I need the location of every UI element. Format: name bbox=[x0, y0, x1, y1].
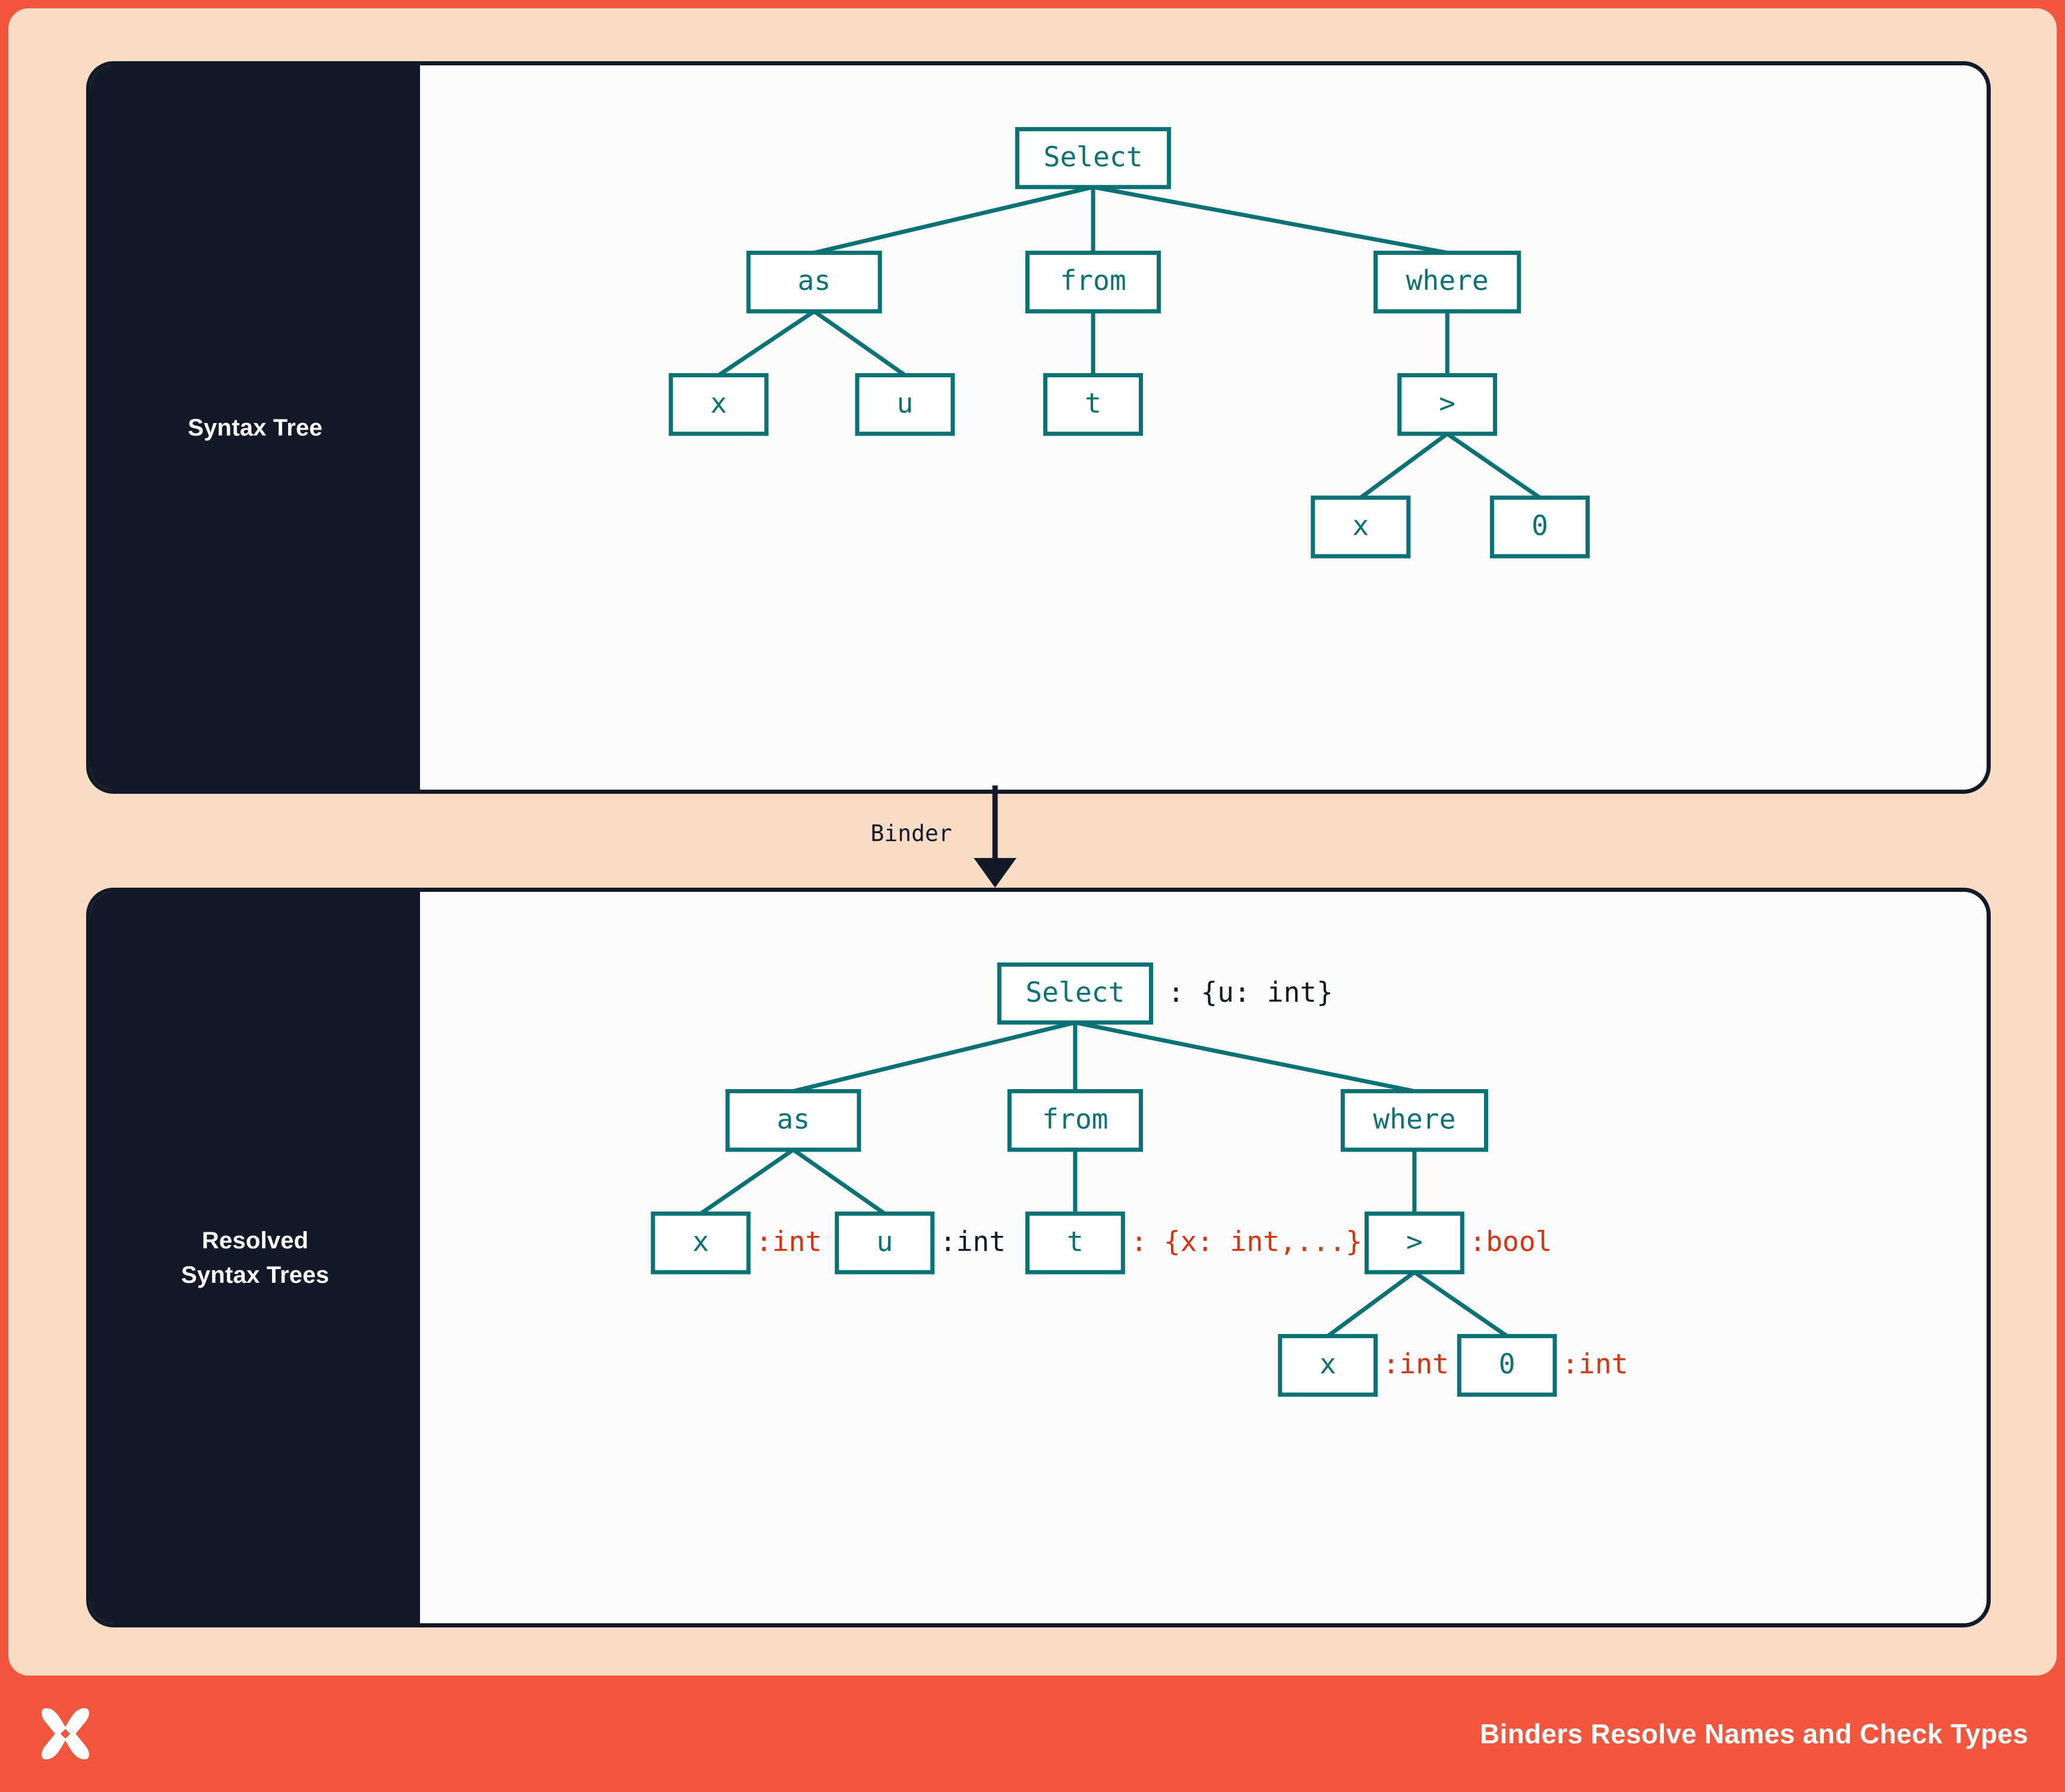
edge-gt-x bbox=[1359, 432, 1449, 500]
r-node-t-box bbox=[1025, 1212, 1125, 1274]
edge-as-u bbox=[813, 310, 907, 377]
node-from-label: from bbox=[1060, 264, 1126, 296]
r-node-as[interactable]: as bbox=[725, 1089, 861, 1152]
r-node-t-label: t bbox=[1067, 1225, 1084, 1257]
binder-connector-svg: Binder bbox=[870, 785, 1016, 888]
panel-syntax-tree-label: Syntax Tree bbox=[188, 414, 323, 441]
footer-title: Binders Resolve Names and Check Types bbox=[1480, 1718, 2028, 1749]
r-node-zero-box bbox=[1457, 1334, 1557, 1397]
r-node-greater-than-label: > bbox=[1406, 1225, 1423, 1257]
r-node-from[interactable]: from bbox=[1007, 1089, 1143, 1152]
r-edge-select-as bbox=[792, 1020, 1076, 1093]
binder-connector: Binder bbox=[86, 785, 1982, 888]
node-u[interactable]: u bbox=[855, 373, 955, 436]
r-node-u-box bbox=[835, 1212, 935, 1274]
r-node-select-annotation: : {u: int} bbox=[1168, 976, 1333, 1008]
node-where[interactable]: where bbox=[1373, 250, 1521, 314]
r-node-greater-than-box bbox=[1364, 1212, 1464, 1274]
r-node-x-1[interactable]: x bbox=[651, 1212, 751, 1274]
panel-resolved-syntax-trees: Resolved Syntax Trees bbox=[86, 888, 1991, 1627]
r-node-from-box bbox=[1007, 1089, 1143, 1152]
r-edge-as-x bbox=[699, 1148, 795, 1216]
r-node-u-annotation: :int bbox=[940, 1225, 1006, 1257]
r-edge-gt-x bbox=[1327, 1270, 1416, 1338]
node-t[interactable]: t bbox=[1043, 373, 1143, 436]
node-select-label: Select bbox=[1044, 141, 1143, 173]
node-select-box bbox=[1015, 127, 1172, 190]
r-node-x-1-box bbox=[651, 1212, 751, 1274]
node-greater-than-label: > bbox=[1439, 387, 1455, 419]
edge-select-as bbox=[813, 185, 1094, 255]
r-node-x-2[interactable]: x bbox=[1278, 1334, 1378, 1397]
node-where-label: where bbox=[1406, 264, 1489, 296]
r-node-zero-label: 0 bbox=[1499, 1348, 1515, 1380]
r-node-greater-than-annotation: :bool bbox=[1469, 1225, 1552, 1257]
edge-as-x bbox=[717, 310, 816, 377]
r-node-zero[interactable]: 0 bbox=[1457, 1334, 1557, 1397]
node-zero-box bbox=[1490, 496, 1590, 559]
r-node-x-2-annotation: :int bbox=[1383, 1348, 1449, 1380]
butterfly-x-logo-svg bbox=[42, 1708, 89, 1759]
r-node-u[interactable]: u bbox=[835, 1212, 935, 1274]
node-t-box bbox=[1043, 373, 1143, 436]
panel-resolved-label-line1: Resolved bbox=[201, 1227, 309, 1254]
r-node-zero-annotation: :int bbox=[1562, 1348, 1628, 1380]
node-as-box bbox=[746, 250, 882, 314]
r-node-x-1-label: x bbox=[693, 1225, 709, 1257]
r-node-greater-than[interactable]: > bbox=[1364, 1212, 1464, 1274]
r-node-t-annotation: : {x: int,...} bbox=[1131, 1225, 1362, 1257]
node-zero-label: 0 bbox=[1532, 509, 1548, 541]
node-x-2-label: x bbox=[1352, 509, 1369, 541]
r-node-x-1-annotation: :int bbox=[756, 1225, 822, 1257]
resolved-tree-svg: Select : {u: int} as from where bbox=[651, 962, 1628, 1397]
panel-syntax-tree: Syntax Tree Selec bbox=[86, 61, 1991, 794]
panel-resolved-body: Select : {u: int} as from where bbox=[420, 892, 1987, 1623]
r-node-as-box bbox=[725, 1089, 861, 1152]
binder-label: Binder bbox=[870, 821, 952, 847]
panel-syntax-tree-sidebar: Syntax Tree bbox=[90, 65, 420, 790]
r-node-where-box bbox=[1340, 1089, 1489, 1152]
node-select[interactable]: Select bbox=[1015, 127, 1172, 190]
r-node-select-box bbox=[997, 962, 1154, 1025]
butterfly-x-logo-icon bbox=[37, 1705, 94, 1762]
node-as-label: as bbox=[798, 264, 831, 296]
node-where-box bbox=[1373, 250, 1521, 314]
node-x-1-label: x bbox=[711, 387, 727, 419]
r-node-where[interactable]: where bbox=[1340, 1089, 1489, 1152]
node-u-label: u bbox=[896, 387, 913, 419]
r-node-from-label: from bbox=[1042, 1103, 1108, 1135]
r-edge-gt-zero bbox=[1413, 1270, 1508, 1338]
r-node-select-label: Select bbox=[1025, 976, 1125, 1008]
node-x-1-box bbox=[668, 373, 769, 436]
panel-syntax-tree-body: Select as from where x bbox=[420, 65, 1987, 790]
node-t-label: t bbox=[1085, 387, 1101, 419]
r-node-select[interactable]: Select bbox=[997, 962, 1154, 1025]
panel-resolved-sidebar: Resolved Syntax Trees bbox=[90, 892, 420, 1623]
node-greater-than[interactable]: > bbox=[1397, 373, 1498, 436]
node-u-box bbox=[855, 373, 955, 436]
r-node-as-label: as bbox=[777, 1103, 810, 1135]
panel-resolved-label-line2: Syntax Trees bbox=[181, 1261, 330, 1288]
node-x-2[interactable]: x bbox=[1311, 496, 1411, 559]
footer-bar: Binders Resolve Names and Check Types bbox=[0, 1676, 2065, 1792]
node-from[interactable]: from bbox=[1025, 250, 1161, 314]
node-x-1[interactable]: x bbox=[668, 373, 769, 436]
edge-select-where bbox=[1093, 185, 1448, 255]
r-node-u-label: u bbox=[876, 1225, 893, 1257]
r-node-x-2-box bbox=[1278, 1334, 1378, 1397]
node-from-box bbox=[1025, 250, 1161, 314]
node-x-2-box bbox=[1311, 496, 1411, 559]
r-edge-select-where bbox=[1075, 1020, 1415, 1093]
syntax-tree-svg: Select as from where x bbox=[668, 127, 1590, 559]
r-node-where-label: where bbox=[1373, 1103, 1455, 1135]
node-as[interactable]: as bbox=[746, 250, 882, 314]
binder-arrow-head bbox=[974, 858, 1016, 888]
r-node-t[interactable]: t bbox=[1025, 1212, 1125, 1274]
node-greater-than-box bbox=[1397, 373, 1498, 436]
r-edge-as-u bbox=[792, 1148, 886, 1216]
edge-gt-zero bbox=[1446, 432, 1542, 500]
r-node-x-2-label: x bbox=[1319, 1348, 1336, 1380]
node-zero[interactable]: 0 bbox=[1490, 496, 1590, 559]
